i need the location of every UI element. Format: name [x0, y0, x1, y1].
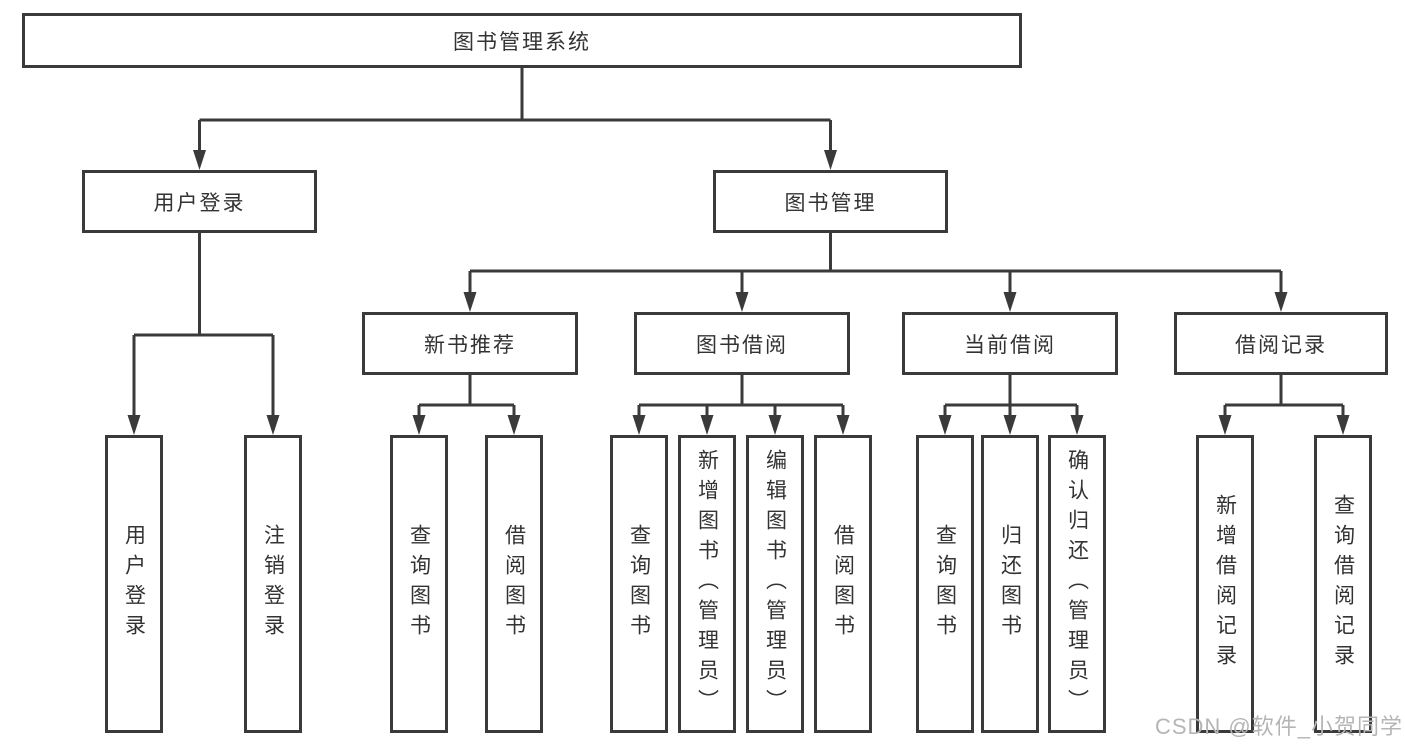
arrowhead: [700, 415, 714, 435]
arrowhead: [824, 150, 837, 170]
leaf-borrow-edit-books-admin: 编辑图书（管理员）: [746, 435, 804, 733]
leaf-records-query-record: 查询借阅记录: [1314, 435, 1372, 733]
leaf-borrow-borrow-books: 借阅图书: [814, 435, 872, 733]
connector-user-login-children: [127, 233, 280, 435]
arrowhead: [768, 415, 782, 435]
node-root: 图书管理系统: [22, 13, 1022, 68]
leaf-records-add-record: 新增借阅记录: [1196, 435, 1254, 733]
connector-book-management-children: [463, 233, 1288, 312]
node-user-login: 用户登录: [82, 170, 317, 233]
arrowhead: [507, 415, 521, 435]
leaf-logout-login: 注销登录: [244, 435, 302, 733]
arrowhead: [412, 415, 426, 435]
leaf-user-login: 用户登录: [105, 435, 163, 733]
leaf-current-query-books: 查询图书: [916, 435, 974, 733]
leaf-borrow-query-books: 查询图书: [610, 435, 668, 733]
leaf-recommend-query-books: 查询图书: [390, 435, 448, 733]
connector-new-book-recommend-children: [412, 375, 521, 435]
arrowhead: [1003, 292, 1017, 312]
connector-borrow-records-children: [1218, 375, 1350, 435]
node-new-book-recommend: 新书推荐: [362, 312, 578, 375]
arrowhead: [127, 415, 141, 435]
node-book-borrow: 图书借阅: [634, 312, 850, 375]
arrowhead: [193, 150, 206, 170]
node-borrow-records: 借阅记录: [1174, 312, 1388, 375]
connector-book-borrow-children: [632, 375, 850, 435]
node-current-borrow: 当前借阅: [902, 312, 1118, 375]
leaf-current-confirm-return-admin: 确认归还（管理员）: [1048, 435, 1106, 733]
arrowhead: [938, 415, 952, 435]
leaf-borrow-add-books-admin: 新增图书（管理员）: [678, 435, 736, 733]
csdn-watermark: CSDN @软件_小贺同学: [1154, 714, 1403, 739]
arrowhead: [1274, 292, 1288, 312]
connector-current-borrow-children: [938, 375, 1084, 435]
leaf-current-return-books: 归还图书: [981, 435, 1039, 733]
arrowhead: [266, 415, 280, 435]
node-book-management: 图书管理: [713, 170, 948, 233]
arrowhead: [1336, 415, 1350, 435]
arrowhead: [1003, 415, 1017, 435]
leaf-recommend-borrow-books: 借阅图书: [485, 435, 543, 733]
arrowhead: [463, 292, 477, 312]
arrowhead: [1070, 415, 1084, 435]
arrowhead: [632, 415, 646, 435]
connector-root-to-level2: [193, 68, 837, 170]
arrowhead: [1218, 415, 1232, 435]
arrowhead: [735, 292, 749, 312]
arrowhead: [836, 415, 850, 435]
